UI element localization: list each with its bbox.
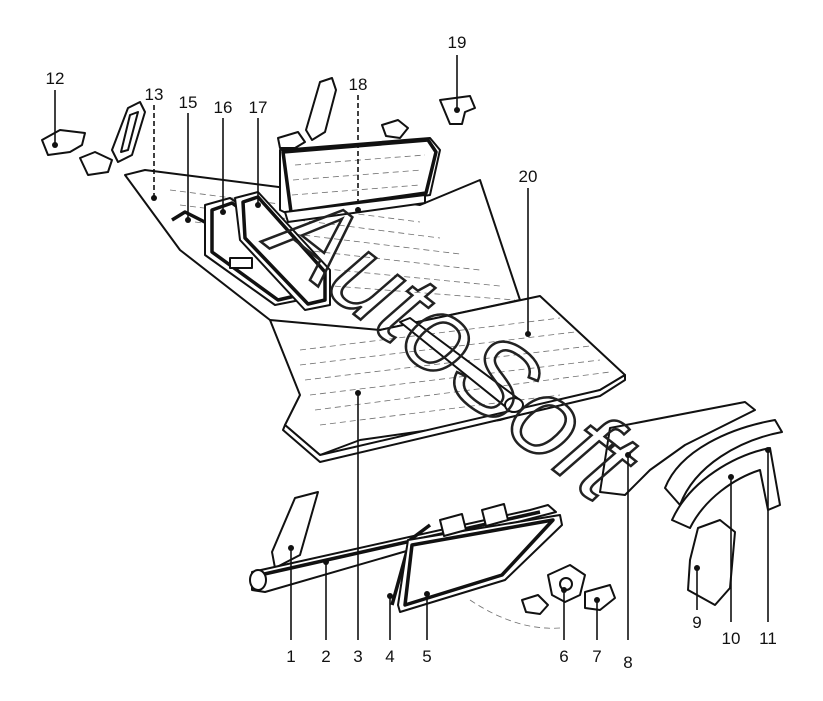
latch-bit [521, 594, 549, 615]
callout-12: 12 [46, 69, 65, 88]
callout-20: 20 [519, 167, 538, 186]
callout-5: 5 [422, 647, 431, 666]
clip-a [277, 131, 306, 149]
latch-7 [584, 584, 616, 611]
hinge-a [439, 513, 467, 537]
panel-clip [229, 257, 253, 269]
sill-assembly [249, 491, 557, 593]
top-middle-parts [277, 77, 476, 149]
arch-trim-11 [671, 447, 781, 529]
side-panels [171, 191, 331, 311]
sill-end [249, 569, 267, 591]
callout-15: 15 [179, 93, 198, 112]
leader-lines [54, 55, 769, 640]
bracket-12b [79, 151, 113, 176]
callout-8: 8 [623, 653, 632, 672]
callout-18: 18 [349, 75, 368, 94]
callout-2: 2 [321, 647, 330, 666]
callout-9: 9 [692, 613, 701, 632]
bulkhead-strip [284, 194, 426, 223]
anchor-dots [52, 107, 771, 603]
callout-13: 13 [145, 85, 164, 104]
arch-panel-8 [599, 401, 756, 496]
callout-10: 10 [722, 629, 741, 648]
tube-end [504, 397, 524, 413]
hinge-b [481, 503, 509, 527]
callout-3: 3 [353, 647, 362, 666]
callout-6: 6 [559, 647, 568, 666]
arch-liner-10 [664, 419, 783, 506]
callout-numbers: 1 2 3 4 5 6 7 8 9 10 11 12 13 15 16 17 1… [46, 33, 777, 672]
arm-piece [305, 77, 337, 141]
rear-bulkhead [279, 137, 441, 223]
bracket-12 [41, 129, 86, 156]
callout-16: 16 [214, 98, 233, 117]
latch-parts [521, 564, 616, 615]
mud-flap-9 [687, 519, 736, 606]
floor-front-lip [282, 374, 626, 463]
callout-11: 11 [759, 629, 777, 648]
wheel-arch-parts [599, 401, 783, 606]
callout-7: 7 [592, 647, 601, 666]
callout-1: 1 [286, 647, 295, 666]
side-plate-1 [271, 491, 319, 569]
callout-4: 4 [385, 647, 394, 666]
hatch-lid [390, 503, 563, 629]
callout-19: 19 [448, 33, 467, 52]
clip-b [381, 119, 409, 139]
callout-17: 17 [249, 98, 268, 117]
top-left-parts [41, 101, 146, 176]
